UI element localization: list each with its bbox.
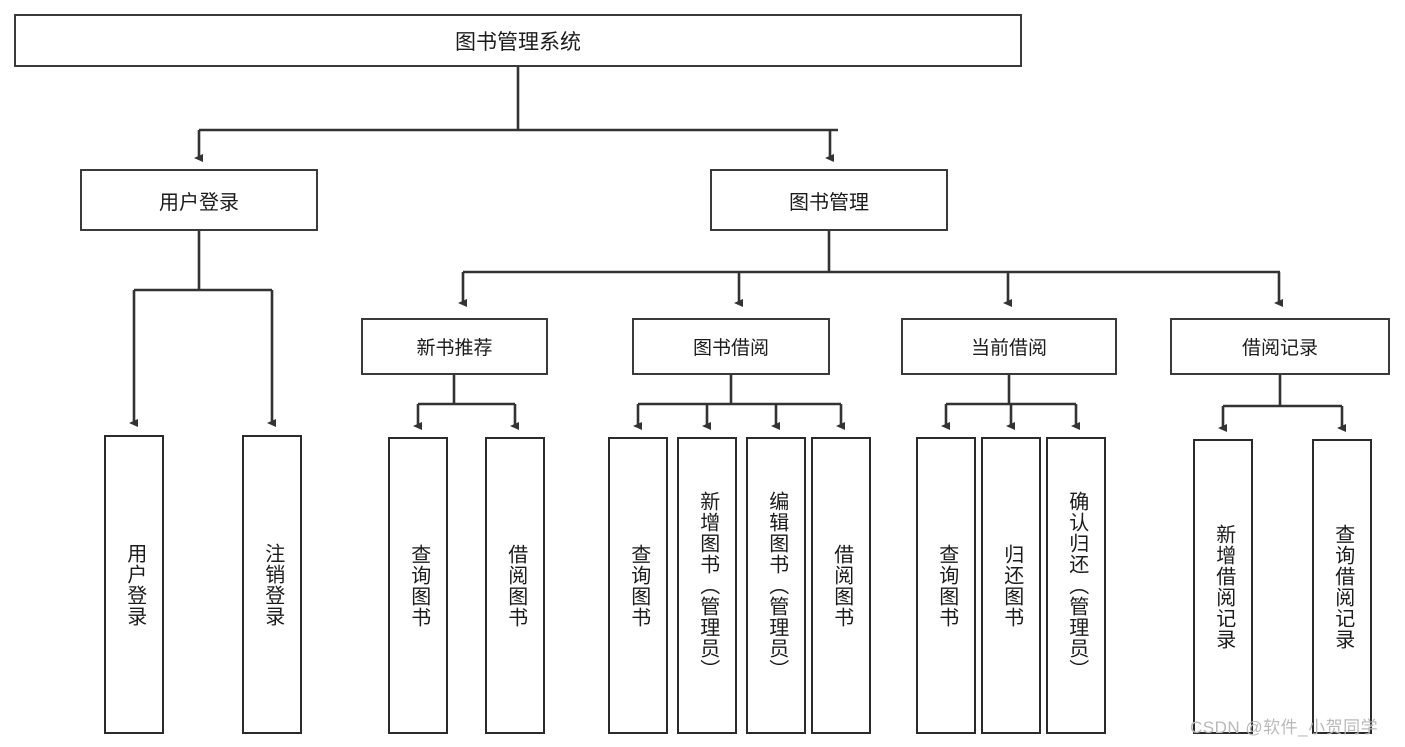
node-new-book-recommend[interactable]: 新书推荐 (361, 318, 548, 375)
leaf-borrow-edit-book-admin[interactable]: 编辑图书（管理员） (746, 437, 806, 734)
leaf-label: 借阅图书 (830, 543, 853, 628)
leaf-recommend-borrow-book[interactable]: 借阅图书 (485, 437, 545, 734)
leaf-label: 查询借阅记录 (1331, 523, 1354, 650)
node-label: 用户登录 (159, 191, 239, 214)
node-borrow-record[interactable]: 借阅记录 (1170, 318, 1390, 375)
leaf-label: 查询图书 (627, 543, 650, 628)
node-label: 图书管理 (789, 191, 869, 214)
leaf-label: 新增借阅记录 (1212, 523, 1235, 650)
leaf-current-return-book[interactable]: 归还图书 (981, 437, 1041, 734)
node-label: 借阅记录 (1241, 338, 1318, 359)
leaf-label: 新增图书（管理员） (696, 491, 719, 680)
leaf-label: 归还图书 (1000, 543, 1023, 628)
leaf-user-login-logout[interactable]: 注销登录 (242, 435, 302, 734)
leaf-borrow-borrow-book[interactable]: 借阅图书 (811, 437, 871, 734)
node-label: 图书借阅 (692, 338, 769, 359)
leaf-label: 用户登录 (123, 542, 146, 627)
leaf-recommend-query-book[interactable]: 查询图书 (388, 437, 448, 734)
leaf-label: 编辑图书（管理员） (765, 491, 788, 680)
leaf-current-confirm-return-admin[interactable]: 确认归还（管理员） (1046, 437, 1106, 734)
leaf-label: 查询图书 (935, 543, 958, 628)
leaf-current-query-book[interactable]: 查询图书 (916, 437, 976, 734)
leaf-borrow-add-book-admin[interactable]: 新增图书（管理员） (677, 437, 737, 734)
leaf-record-query-borrow-record[interactable]: 查询借阅记录 (1312, 439, 1372, 734)
leaf-label: 查询图书 (407, 543, 430, 628)
leaf-user-login-login[interactable]: 用户登录 (104, 435, 164, 734)
node-label: 图书管理系统 (455, 30, 581, 54)
node-book-borrow[interactable]: 图书借阅 (632, 318, 830, 375)
csdn-watermark: CSDN @软件_小贺同学 (1190, 718, 1379, 737)
node-root-book-management-system[interactable]: 图书管理系统 (14, 14, 1022, 67)
leaf-record-add-borrow-record[interactable]: 新增借阅记录 (1193, 439, 1253, 734)
node-book-management[interactable]: 图书管理 (710, 169, 948, 231)
node-current-borrow[interactable]: 当前借阅 (901, 318, 1117, 375)
node-label: 新书推荐 (416, 338, 493, 359)
leaf-label: 注销登录 (261, 542, 284, 627)
leaf-borrow-query-book[interactable]: 查询图书 (608, 437, 668, 734)
leaf-label: 借阅图书 (504, 543, 527, 628)
leaf-label: 确认归还（管理员） (1065, 491, 1088, 680)
node-user-login[interactable]: 用户登录 (80, 169, 318, 231)
node-label: 当前借阅 (970, 338, 1047, 359)
